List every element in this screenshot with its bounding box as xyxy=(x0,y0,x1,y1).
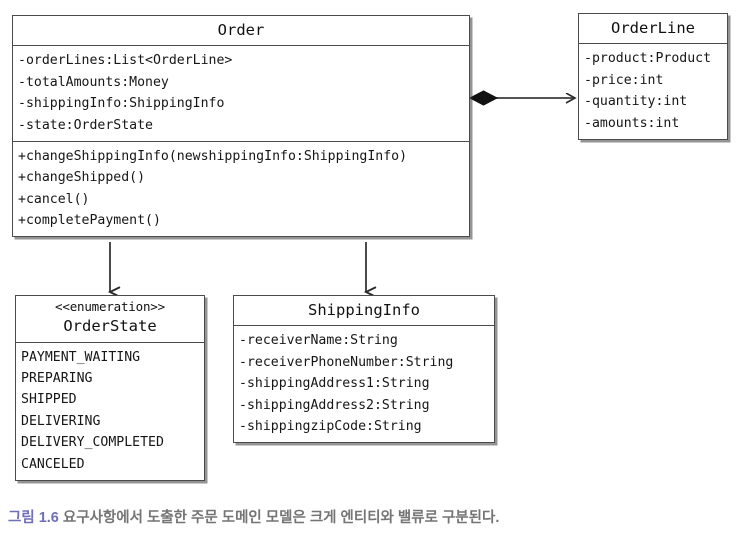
operation-row: +cancel() xyxy=(18,191,90,207)
attribute-row: -amounts:int xyxy=(584,115,680,131)
attribute-row: -shippingAddress1:String xyxy=(239,376,430,392)
enum-literal-row: PREPARING xyxy=(21,371,93,387)
attribute-row: -price:int xyxy=(584,72,664,88)
enum-literal-row: DELIVERING xyxy=(21,413,101,429)
class-box-order[interactable]: Order -orderLines:List<OrderLine> -total… xyxy=(12,15,470,238)
class-name-orderline: OrderLine xyxy=(579,14,727,45)
attribute-row: -shippingAddress2:String xyxy=(239,397,430,413)
class-box-orderstate[interactable]: <<enumeration>> OrderState PAYMENT_WAITI… xyxy=(15,295,205,481)
class-name-orderstate: <<enumeration>> OrderState xyxy=(16,296,204,343)
class-box-shippinginfo[interactable]: ShippingInfo -receiverName:String -recei… xyxy=(233,295,495,444)
attributes-compartment-orderline: -product:Product -price:int -quantity:in… xyxy=(579,44,727,139)
class-name-shippinginfo: ShippingInfo xyxy=(234,296,494,327)
attribute-row: -totalAmounts:Money xyxy=(18,74,169,90)
enum-literal-row: DELIVERY_COMPLETED xyxy=(21,435,164,451)
attribute-row: -receiverName:String xyxy=(239,333,398,349)
attribute-row: -state:OrderState xyxy=(18,117,153,133)
enum-literal-row: PAYMENT_WAITING xyxy=(21,349,141,365)
figure-caption-body: 요구사항에서 도출한 주문 도메인 모델은 크게 엔티티와 밸류로 구분된다. xyxy=(62,510,500,526)
composition-diamond-icon xyxy=(468,90,499,106)
attribute-row: -shippingzipCode:String xyxy=(239,418,422,434)
class-name-text: OrderState xyxy=(63,317,157,336)
attribute-row: -receiverPhoneNumber:String xyxy=(239,354,454,370)
attributes-compartment-shippinginfo: -receiverName:String -receiverPhoneNumbe… xyxy=(234,326,494,442)
attribute-row: -orderLines:List<OrderLine> xyxy=(18,53,233,69)
relation-order-orderline xyxy=(468,90,575,106)
operation-row: +completePayment() xyxy=(18,213,161,229)
literals-compartment-orderstate: PAYMENT_WAITING PREPARING SHIPPED DELIVE… xyxy=(16,343,204,480)
figure-number: 그림 1.6 xyxy=(8,510,59,526)
class-name-order: Order xyxy=(13,16,469,47)
operations-compartment-order: +changeShippingInfo(newshippingInfo:Ship… xyxy=(13,140,469,237)
operation-row: +changeShippingInfo(newshippingInfo:Ship… xyxy=(18,148,408,164)
stereotype-label: <<enumeration>> xyxy=(55,299,165,314)
operation-row: +changeShipped() xyxy=(18,170,146,186)
attributes-compartment-order: -orderLines:List<OrderLine> -totalAmount… xyxy=(13,46,469,141)
enum-literal-row: CANCELED xyxy=(21,456,85,472)
attribute-row: -product:Product xyxy=(584,51,712,67)
attribute-row: -shippingInfo:ShippingInfo xyxy=(18,96,225,112)
enum-literal-row: SHIPPED xyxy=(21,392,77,408)
attribute-row: -quantity:int xyxy=(584,94,688,110)
figure-caption: 그림 1.6 요구사항에서 도출한 주문 도메인 모델은 크게 엔티티와 밸류로… xyxy=(8,508,742,528)
class-box-orderline[interactable]: OrderLine -product:Product -price:int -q… xyxy=(578,13,728,140)
